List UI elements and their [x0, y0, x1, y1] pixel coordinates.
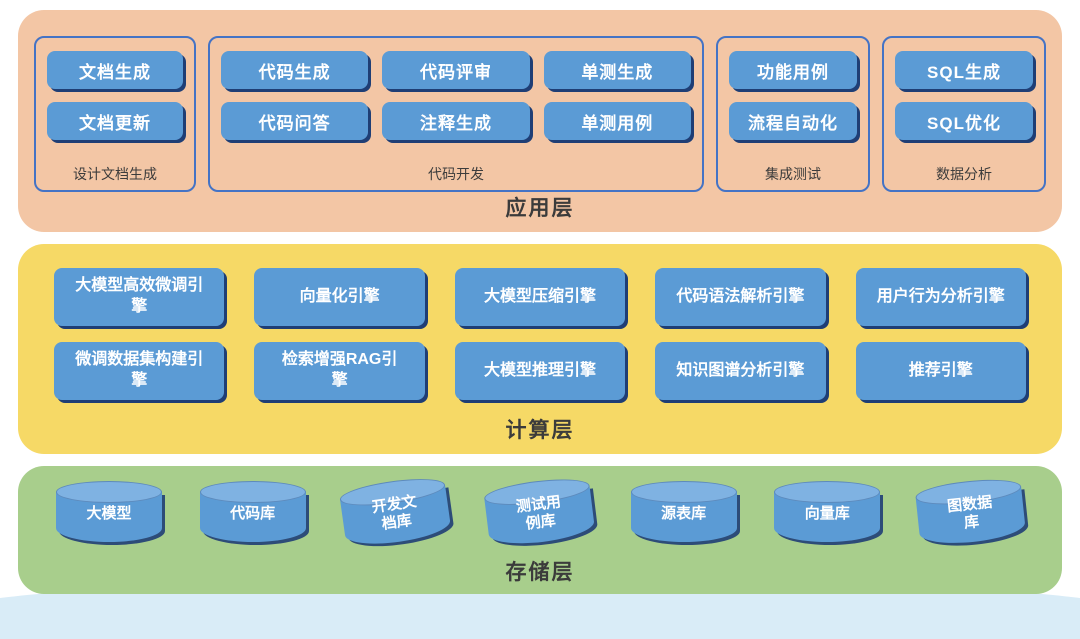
architecture-diagram: 文档生成 文档更新 设计文档生成 代码生成 代码评审 单测生成 代码问答 注释生…	[18, 10, 1062, 594]
app-item-doc-generate: 文档生成	[47, 51, 183, 89]
group-label-integration-test: 集成测试	[765, 166, 821, 182]
app-item-sql-optimize: SQL优化	[895, 102, 1033, 140]
engine-recommend: 推荐引擎	[855, 342, 1026, 400]
database-icon	[774, 481, 881, 542]
app-item-code-generate: 代码生成	[221, 51, 369, 89]
engine-syntax-parse: 代码语法解析引擎	[655, 268, 826, 326]
storage-layer: 大模型 代码库 开发文档库 测试用例库 源表库 向量库	[18, 466, 1062, 594]
app-item-sql-generate: SQL生成	[895, 51, 1033, 89]
app-item-process-automation: 流程自动化	[729, 102, 857, 140]
database-cylinder-vector: 向量库	[774, 481, 881, 542]
store-label: 源表库	[661, 505, 707, 522]
database-cylinder-code-repo: 代码库	[199, 481, 306, 542]
engine-inference: 大模型推理引擎	[454, 342, 626, 400]
app-item-code-qa: 代码问答	[221, 102, 369, 140]
database-cylinder-source-tables: 源表库	[630, 481, 737, 542]
engine-vectorize: 向量化引擎	[254, 268, 425, 326]
app-item-code-review: 代码评审	[382, 51, 530, 89]
engine-finetune: 大模型高效微调引擎	[54, 268, 225, 326]
database-icon	[56, 481, 162, 542]
app-item-unittest-case: 单测用例	[543, 102, 691, 140]
engine-user-behavior: 用户行为分析引擎	[855, 268, 1026, 326]
store-label: 测试用例库	[515, 493, 562, 533]
database-icon	[630, 481, 737, 542]
group-data-analysis: SQL生成 SQL优化 数据分析	[882, 36, 1046, 192]
storage-layer-label: 存储层	[505, 561, 575, 584]
app-item-doc-update: 文档更新	[47, 102, 183, 140]
app-item-function-case: 功能用例	[729, 51, 857, 89]
group-integration-test: 功能用例 流程自动化 集成测试	[716, 36, 870, 192]
group-design-doc-generation: 文档生成 文档更新 设计文档生成	[34, 36, 196, 192]
group-code-development: 代码生成 代码评审 单测生成 代码问答 注释生成 单测用例 代码开发	[208, 36, 704, 192]
engine-rag: 检索增强RAG引擎	[254, 342, 425, 400]
app-item-unittest-generate: 单测生成	[543, 51, 691, 89]
compute-layer: 大模型高效微调引擎 向量化引擎 大模型压缩引擎 代码语法解析引擎 用户行为分析引…	[18, 244, 1062, 454]
compute-layer-label: 计算层	[505, 419, 575, 442]
compute-engines: 大模型高效微调引擎 向量化引擎 大模型压缩引擎 代码语法解析引擎 用户行为分析引…	[54, 268, 1026, 400]
engine-dataset-build: 微调数据集构建引擎	[54, 342, 225, 400]
group-label-design-doc: 设计文档生成	[73, 166, 157, 182]
store-label: 开发文档库	[371, 493, 419, 533]
database-cylinder-graph: 图数据库	[914, 475, 1027, 548]
storage-stores: 大模型 代码库 开发文档库 测试用例库 源表库 向量库	[52, 473, 1028, 550]
store-label: 大模型	[86, 505, 132, 522]
application-groups: 文档生成 文档更新 设计文档生成 代码生成 代码评审 单测生成 代码问答 注释生…	[34, 36, 1046, 192]
group-label-data-analysis: 数据分析	[936, 166, 992, 182]
store-label: 图数据库	[946, 493, 993, 532]
store-label: 向量库	[804, 505, 850, 522]
store-label: 代码库	[230, 505, 276, 522]
application-layer: 文档生成 文档更新 设计文档生成 代码生成 代码评审 单测生成 代码问答 注释生…	[18, 10, 1062, 232]
database-icon	[199, 481, 306, 542]
database-cylinder-llm: 大模型	[56, 481, 162, 542]
app-item-comment-generate: 注释生成	[382, 102, 530, 140]
database-cylinder-test-cases: 测试用例库	[482, 474, 596, 549]
group-label-code-dev: 代码开发	[427, 166, 484, 182]
database-cylinder-dev-docs: 开发文档库	[338, 473, 453, 550]
engine-knowledge-graph: 知识图谱分析引擎	[655, 342, 826, 400]
engine-compress: 大模型压缩引擎	[454, 268, 626, 326]
application-layer-label: 应用层	[505, 197, 575, 220]
